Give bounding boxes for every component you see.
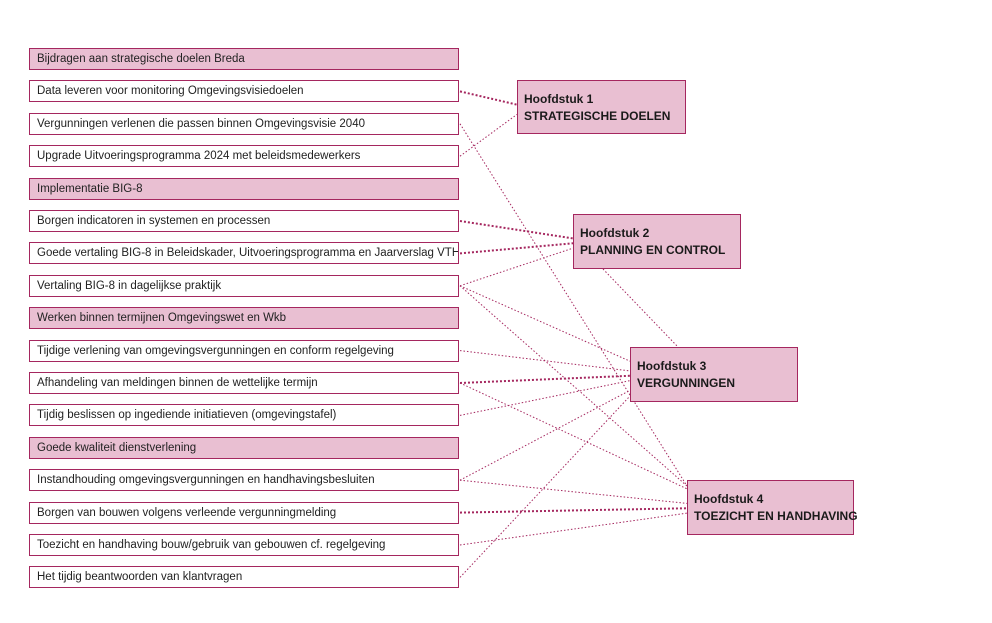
link-line bbox=[459, 113, 518, 157]
goal-item: Vergunningen verlenen die passen binnen … bbox=[29, 112, 459, 135]
link-line bbox=[459, 123, 688, 487]
chapter-title: STRATEGISCHE DOELEN bbox=[524, 109, 671, 123]
goal-item: Afhandeling van meldingen binnen de wett… bbox=[29, 372, 459, 394]
chapter-number: Hoofdstuk 3 bbox=[637, 359, 707, 373]
goal-item: Instandhouding omgevingsvergunningen en … bbox=[29, 469, 459, 492]
link-line bbox=[459, 374, 631, 384]
chapter-box: Hoofdstuk 4 TOEZICHT EN HANDHAVING bbox=[687, 480, 858, 535]
link-line bbox=[459, 507, 688, 514]
goal-item: Tijdig beslissen op ingediende initiatie… bbox=[29, 404, 459, 427]
chapter-number: Hoofdstuk 2 bbox=[580, 226, 650, 240]
link-line bbox=[459, 380, 631, 416]
goal-item: Tijdige verlening van omgevingsvergunnin… bbox=[29, 339, 459, 362]
goal-heading: Werken binnen termijnen Omgevingswet en … bbox=[29, 307, 459, 330]
chapter-title: VERGUNNINGEN bbox=[637, 376, 736, 390]
chapter-title: PLANNING EN CONTROL bbox=[580, 243, 726, 257]
chapter-number: Hoofdstuk 4 bbox=[694, 492, 764, 506]
chapter-box: Hoofdstuk 1 STRATEGISCHE DOELEN bbox=[517, 80, 686, 134]
goal-heading: Bijdragen aan strategische doelen Breda bbox=[29, 48, 459, 70]
goal-item: Upgrade Uitvoeringsprogramma 2024 met be… bbox=[29, 145, 459, 168]
goal-item: Data leveren voor monitoring Omgevingsvi… bbox=[29, 80, 459, 103]
goal-item: Borgen indicatoren in systemen en proces… bbox=[29, 210, 459, 232]
goal-item: Goede vertaling BIG-8 in Beleidskader, U… bbox=[29, 242, 459, 265]
goal-item: Toezicht en handhaving bouw/gebruik van … bbox=[29, 534, 459, 556]
link-line bbox=[459, 395, 631, 578]
goal-heading: Implementatie BIG-8 bbox=[29, 177, 459, 200]
link-line bbox=[459, 220, 574, 240]
goal-item: Vertaling BIG-8 in dagelijkse praktijk bbox=[29, 274, 459, 297]
link-line bbox=[459, 285, 688, 487]
link-line bbox=[459, 479, 688, 504]
chapter-box: Hoofdstuk 3 VERGUNNINGEN bbox=[630, 347, 798, 402]
link-line bbox=[459, 285, 631, 362]
link-line bbox=[459, 350, 631, 372]
chapter-link-line bbox=[602, 268, 679, 348]
link-line bbox=[459, 247, 574, 287]
goal-item: Borgen van bouwen volgens verleende verg… bbox=[29, 501, 459, 524]
link-line bbox=[459, 389, 631, 481]
link-line bbox=[459, 512, 688, 546]
link-line bbox=[459, 242, 574, 255]
chapter-box: Hoofdstuk 2 PLANNING EN CONTROL bbox=[573, 214, 741, 269]
goal-item: Het tijdig beantwoorden van klantvragen bbox=[29, 566, 459, 589]
chapter-title: TOEZICHT EN HANDHAVING bbox=[694, 509, 858, 523]
chapter-number: Hoofdstuk 1 bbox=[524, 92, 594, 106]
goal-heading: Goede kwaliteit dienstverlening bbox=[29, 436, 459, 459]
link-line bbox=[459, 90, 518, 106]
